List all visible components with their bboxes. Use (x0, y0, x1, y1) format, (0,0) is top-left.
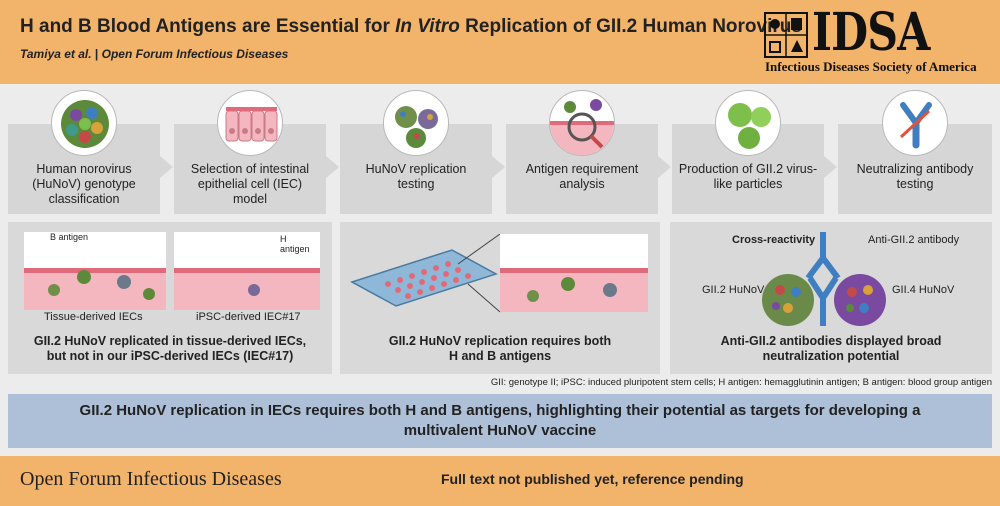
conclusion-text: GII.2 HuNoV replication in IECs requires… (8, 401, 992, 441)
authors: Tamiya et al. (20, 47, 92, 61)
step-arrow (492, 156, 505, 178)
conclusion-box: GII.2 HuNoV replication in IECs requires… (8, 394, 992, 448)
logo-wordmark: IDSA (812, 2, 930, 63)
middle-panel-caption-line1: GII.2 HuNoV replication requires both (388, 334, 612, 348)
logo-emblem-icon (764, 12, 808, 58)
virus-particles-icon (383, 90, 449, 156)
left-panel-caption-line2: but not in our iPSC-derived IECs (IEC#17… (46, 349, 294, 363)
journal-name: Open Forum Infectious Diseases (101, 47, 289, 61)
cross-reactivity-label: Cross-reactivity (732, 234, 816, 246)
step-vlp-production: Production of GII.2 virus-like particles (672, 124, 824, 214)
conclusion-line2: multivalent HuNoV vaccine (403, 422, 597, 439)
step-label: Antigen requirement analysis (525, 162, 639, 191)
left-panel-caption-line1: GII.2 HuNoV replicated in tissue-derived… (33, 334, 307, 348)
anti-gii2-antibody-label: Anti-GII.2 antibody (868, 234, 960, 246)
step-antibody-testing: Neutralizing antibody testing (838, 124, 992, 214)
step-label: HuNoV replication testing (365, 162, 467, 191)
abbreviations-footnote: GII: genotype II; iPSC: induced pluripot… (490, 377, 992, 388)
idsa-logo: IDSA Infectious Diseases Society of Amer… (760, 2, 990, 78)
epithelial-cells-icon (217, 90, 283, 156)
step-arrow (326, 156, 339, 178)
gii2-hunov-label: GII.2 HuNoV (702, 284, 765, 296)
panel-neutralization: Cross-reactivity Anti-GII.2 antibody GII… (670, 222, 992, 374)
norovirus-particle-icon (51, 90, 117, 156)
step-label: Production of GII.2 virus-like particles (678, 162, 818, 191)
footer-journal: Open Forum Infectious Diseases (20, 468, 282, 490)
citation-line: Tamiya et al. | Open Forum Infectious Di… (20, 47, 289, 61)
header-bar: H and B Blood Antigens are Essential for… (0, 0, 1000, 84)
panel-antigen-requirement: GII.2 HuNoV replication requires both H … (340, 222, 660, 374)
h-antigen-label: H antigen (280, 234, 310, 254)
footer-bar: Open Forum Infectious Diseases Full text… (0, 456, 1000, 506)
magnifier-cells-icon (549, 90, 615, 156)
gii4-hunov-label: GII.4 HuNoV (892, 284, 955, 296)
infographic-title: H and B Blood Antigens are Essential for… (20, 16, 802, 37)
right-panel-caption-line1: Anti-GII.2 antibodies displayed broad (720, 334, 942, 348)
step-arrow (658, 156, 671, 178)
ipsc-derived-label: iPSC-derived IEC#17 (196, 311, 301, 323)
virus-like-particles-icon (715, 90, 781, 156)
iec-comparison-illustration (24, 232, 320, 310)
right-panel-caption-line2: neutralization potential (762, 349, 900, 363)
conclusion-line1: GII.2 HuNoV replication in IECs requires… (79, 402, 921, 419)
step-label: Selection of intestinal epithelial cell … (190, 162, 310, 206)
middle-panel-caption-line2: H and B antigens (448, 349, 552, 363)
step-label: Human norovirus (HuNoV) genotype classif… (32, 162, 136, 206)
logo-subtitle: Infectious Diseases Society of America (765, 59, 977, 74)
step-arrow (824, 156, 837, 178)
footer-status: Full text not published yet, reference p… (441, 471, 744, 487)
b-antigen-label: B antigen (50, 232, 89, 242)
panel-iec-replication: B antigen H antigen Tissue-derived IECs … (8, 222, 332, 374)
culture-plate-illustration (350, 234, 648, 313)
step-arrow (160, 156, 173, 178)
tissue-derived-label: Tissue-derived IECs (44, 311, 143, 323)
cross-reactivity-illustration (762, 232, 886, 326)
step-genotype-classification: Human norovirus (HuNoV) genotype classif… (8, 124, 160, 214)
step-label: Neutralizing antibody testing (856, 162, 974, 191)
antibody-icon (882, 90, 948, 156)
